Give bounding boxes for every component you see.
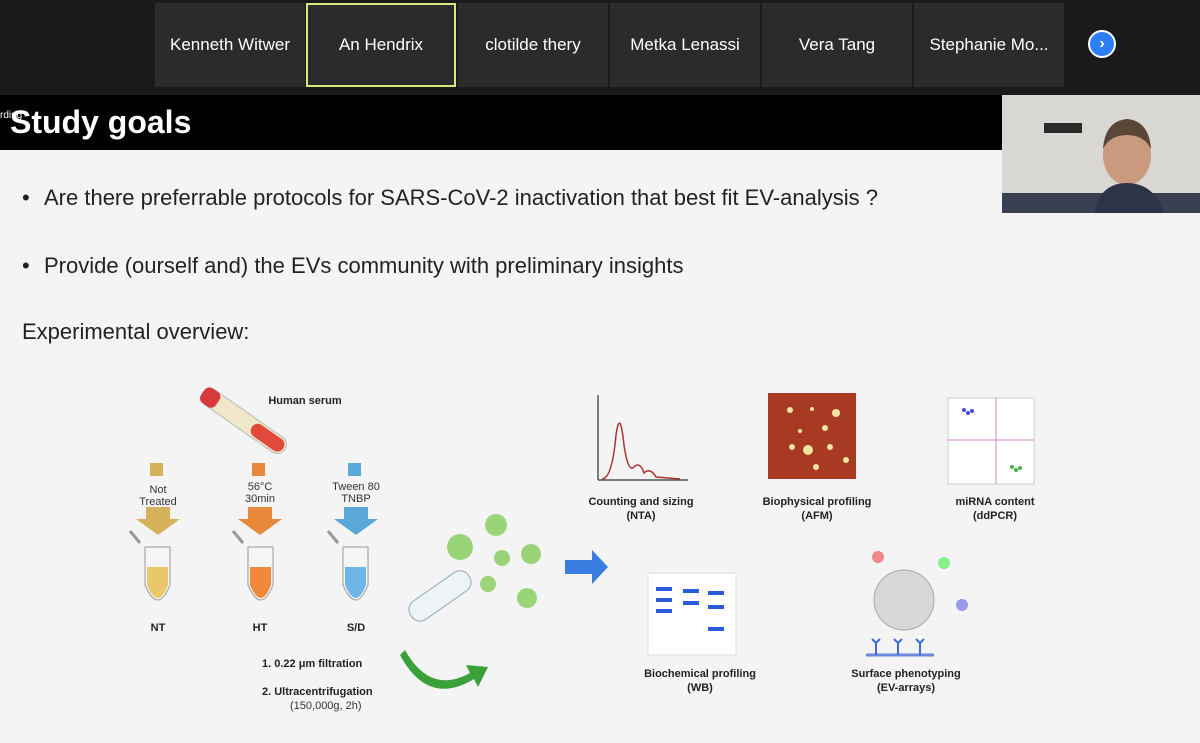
- treatment-sd: [334, 463, 378, 535]
- bullet-item: •Provide (ourself and) the EVs community…: [22, 253, 684, 278]
- label-line: (EV-arrays): [876, 682, 936, 694]
- label-line: (WB): [687, 682, 713, 694]
- treatment-condition-line: Treated: [139, 496, 177, 508]
- participant-name: clotilde thery: [485, 35, 581, 54]
- step-ultracentrifugation: 2. Ultracentrifugation: [262, 686, 373, 698]
- treatment-condition-line: 30min: [245, 493, 275, 505]
- speaker-webcam: [1002, 95, 1200, 213]
- label-line: Biophysical profiling: [762, 496, 872, 508]
- participant-tile-stephanie[interactable]: Stephanie Mo...: [914, 3, 1064, 87]
- label-line: Biochemical profiling: [644, 668, 756, 680]
- experimental-diagram: [128, 387, 1035, 689]
- treatment-condition-line: TNBP: [341, 493, 371, 505]
- human-serum-label: Human serum: [268, 395, 342, 407]
- tube-nt-icon: [128, 530, 171, 601]
- participant-tile-kenneth[interactable]: Kenneth Witwer: [155, 3, 305, 87]
- next-participants-button[interactable]: ›: [1088, 30, 1116, 58]
- shared-screen: rding Study goals •Are there preferrable…: [0, 95, 1200, 743]
- label-line: Surface phenotyping: [851, 668, 961, 680]
- ev-particles-icon: [447, 514, 541, 608]
- participant-name: An Hendrix: [338, 35, 424, 54]
- flow-arrow-icon: [565, 550, 608, 584]
- ddpcr-label: miRNA content (ddPCR): [935, 495, 1055, 523]
- western-blot-icon: [647, 572, 737, 656]
- arr-label: Surface phenotyping (EV-arrays): [830, 667, 982, 695]
- participant-name: Vera Tang: [798, 35, 876, 54]
- treatment-ht: [238, 463, 282, 535]
- participant-name: Stephanie Mo...: [929, 35, 1049, 54]
- tube-ht-icon: [231, 530, 274, 601]
- tube-sd-icon: [326, 530, 369, 601]
- treatment-condition-line: 56°C: [247, 481, 273, 493]
- ev-array-icon: [866, 551, 968, 657]
- treatment-condition-line: Tween 80: [332, 481, 380, 493]
- label-line: (ddPCR): [973, 510, 1017, 522]
- participant-tile-an-hendrix[interactable]: An Hendrix: [306, 3, 456, 87]
- treatment-ht-code: HT: [252, 622, 268, 634]
- label-line: miRNA content: [955, 496, 1035, 508]
- label-line: (NTA): [626, 510, 656, 522]
- nta-chart-icon: [597, 395, 688, 481]
- slide-header: rding Study goals: [0, 95, 1200, 150]
- webcam-person-image: [1002, 95, 1200, 213]
- participant-name: Metka Lenassi: [630, 35, 740, 54]
- label-line: Counting and sizing: [588, 496, 694, 508]
- bullet-text: Are there preferrable protocols for SARS…: [44, 185, 878, 210]
- recording-label: rding: [0, 110, 23, 121]
- treatment-condition-line: Not: [149, 484, 167, 496]
- treatment-nt: [136, 463, 180, 535]
- label-line: (AFM): [801, 510, 833, 522]
- bullet-item: •Are there preferrable protocols for SAR…: [22, 185, 878, 210]
- wb-label: Biochemical profiling (WB): [620, 667, 780, 695]
- overview-heading: Experimental overview:: [22, 319, 250, 344]
- step-ultracentrifugation-detail: (150,000g, 2h): [290, 700, 362, 712]
- slide-title: Study goals: [10, 104, 192, 140]
- nta-label: Counting and sizing (NTA): [570, 495, 712, 523]
- cycle-arrow-icon: [400, 650, 488, 689]
- participant-name: Kenneth Witwer: [170, 35, 290, 54]
- pouring-tube-icon: [408, 570, 472, 622]
- afm-label: Biophysical profiling (AFM): [742, 495, 892, 523]
- chevron-right-icon: ›: [1099, 35, 1105, 52]
- participant-tile-clotilde[interactable]: clotilde thery: [458, 3, 608, 87]
- ddpcr-plot-icon: [947, 397, 1035, 485]
- participant-strip: Kenneth Witwer An Hendrix clotilde thery…: [0, 0, 1200, 95]
- serum-tube-icon: [200, 387, 287, 455]
- afm-image-icon: [768, 393, 856, 479]
- participant-tile-metka[interactable]: Metka Lenassi: [610, 3, 760, 87]
- participant-tile-vera[interactable]: Vera Tang: [762, 3, 912, 87]
- step-filtration: 1. 0.22 μm filtration: [262, 658, 363, 670]
- treatment-nt-code: NT: [150, 622, 166, 634]
- bullet-text: Provide (ourself and) the EVs community …: [44, 253, 684, 278]
- treatment-sd-code: S/D: [346, 622, 366, 634]
